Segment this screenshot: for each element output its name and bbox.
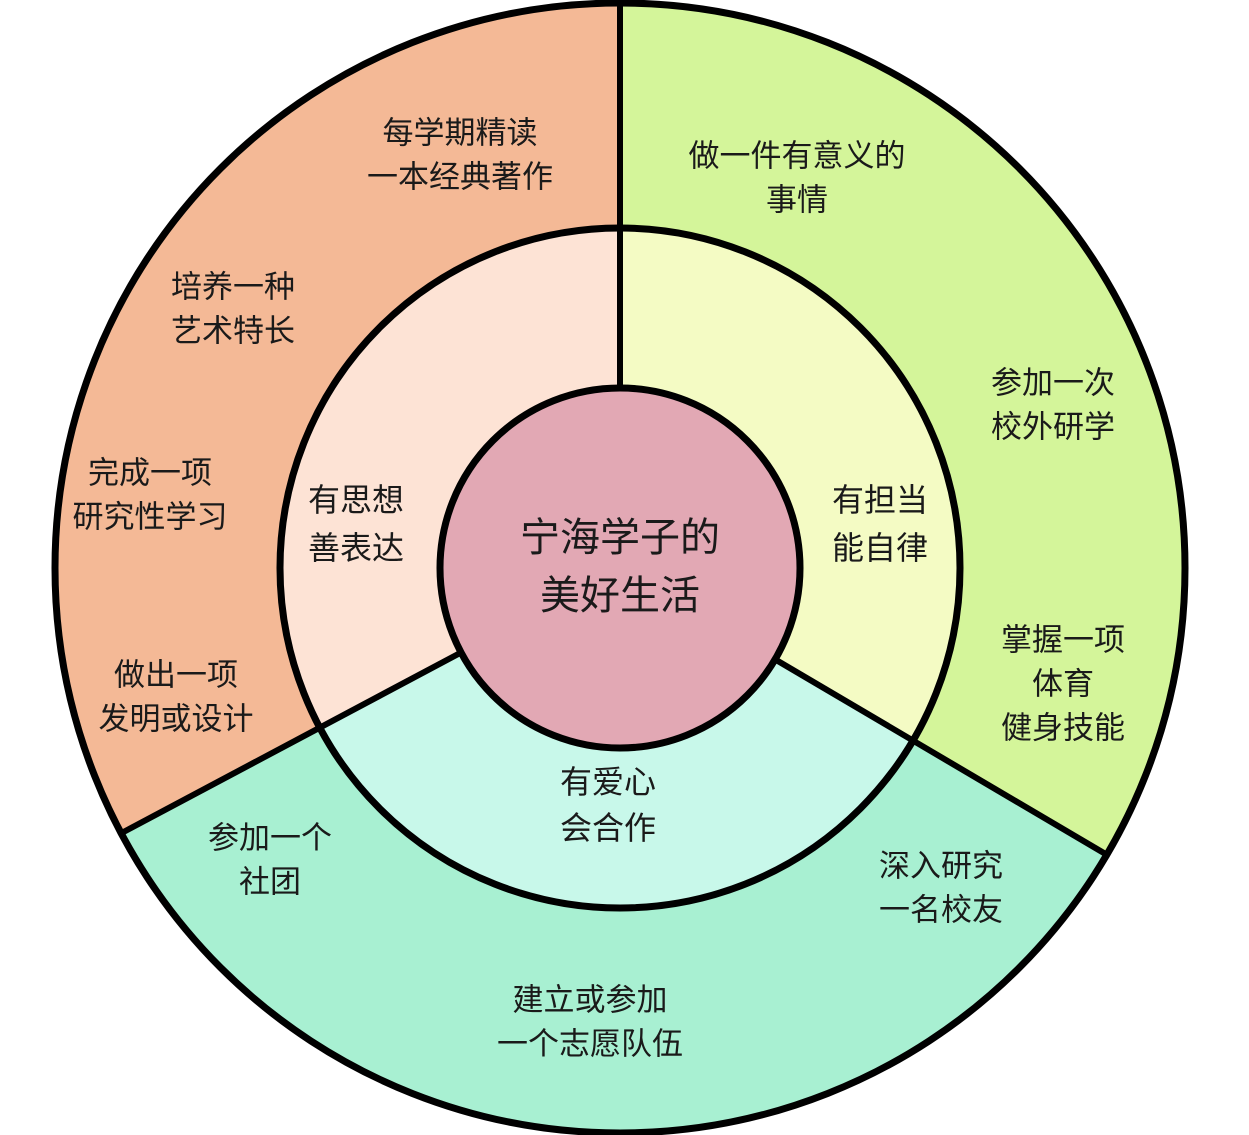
outer-item-right-2-line-2: 健身技能	[1001, 711, 1125, 747]
inner-sector-right	[620, 228, 960, 741]
outer-item-left-3-line-0: 做出一项	[114, 658, 238, 694]
outer-item-left-2-line-0: 完成一项	[88, 456, 212, 492]
outer-item-right-0-line-1: 事情	[766, 183, 828, 219]
divider-line-2	[119, 649, 463, 836]
center-circle-border	[436, 384, 804, 752]
outer-item-right-2-line-1: 体育	[1032, 667, 1094, 703]
inner-label-bottom-line-1: 会合作	[560, 809, 656, 847]
outer-item-left-1-line-0: 培养一种	[171, 270, 295, 306]
outer-item-right-1-line-1: 校外研学	[991, 410, 1115, 446]
middle-ring-border	[276, 224, 964, 912]
inner-sector-bottom	[319, 652, 913, 909]
inner-label-left-line-0: 有思想	[308, 481, 404, 519]
outer-ring-border	[51, 0, 1189, 1135]
inner-label-right-line-0: 有担当	[832, 481, 928, 519]
outer-item-bottom-1-line-1: 一名校友	[879, 893, 1003, 929]
outer-item-bottom-1-line-0: 深入研究	[879, 849, 1003, 885]
divider-layer	[51, 0, 1189, 1135]
outer-sector-right	[620, 3, 1185, 855]
center-title-line-1: 美好生活	[540, 573, 700, 619]
outer-item-right-0-line-0: 做一件有意义的	[689, 139, 906, 175]
outer-item-bottom-2-line-1: 一个志愿队伍	[497, 1027, 683, 1063]
outer-item-left-2-line-1: 研究性学习	[73, 500, 228, 536]
inner-label-left-line-1: 善表达	[308, 529, 404, 567]
outer-item-bottom-0-line-0: 参加一个	[208, 821, 332, 857]
inner-label-right-line-1: 能自律	[832, 529, 928, 567]
outer-item-bottom-0-line-1: 社团	[239, 865, 301, 901]
outer-sector-left	[54, 3, 621, 834]
center-circle	[440, 388, 800, 748]
inner-sector-left	[279, 228, 620, 728]
outer-item-right-2-line-0: 掌握一项	[1001, 623, 1125, 659]
divider-line-1	[773, 656, 1109, 858]
outer-item-left-0-line-0: 每学期精读	[383, 116, 538, 152]
center-title-line-0: 宁海学子的	[520, 515, 720, 561]
outer-item-left-0-line-1: 一本经典著作	[367, 160, 553, 196]
outer-sector-bottom	[121, 727, 1107, 1133]
outer-item-bottom-2-line-0: 建立或参加	[513, 983, 668, 1019]
sector-layer	[54, 3, 1185, 1133]
outer-item-left-1-line-1: 艺术特长	[171, 314, 295, 350]
outer-item-left-3-line-1: 发明或设计	[99, 702, 254, 738]
inner-label-bottom-line-0: 有爱心	[560, 763, 656, 801]
outer-item-right-1-line-0: 参加一次	[991, 366, 1115, 402]
